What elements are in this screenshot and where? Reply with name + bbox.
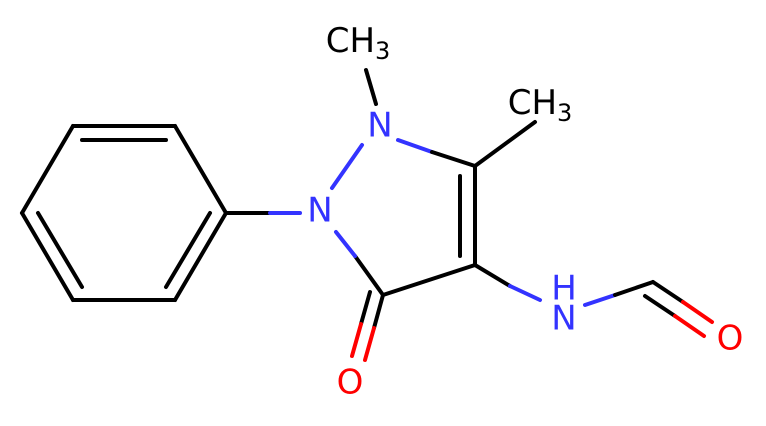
bond-c3-o-double <box>359 290 372 326</box>
methyl-right-count: 3 <box>557 99 572 127</box>
bond-c3-o-red <box>363 326 376 362</box>
atom-o-ketone: O <box>337 363 364 403</box>
bond-n1-c5-blue <box>396 138 434 154</box>
bond-c5-methyl <box>473 120 537 168</box>
bond-c4-nh-blue <box>508 284 542 302</box>
bond-nh-c <box>583 293 617 307</box>
bond-c-o-formyl-double <box>643 294 677 318</box>
methyl-top-h: H <box>349 21 375 61</box>
bond-n1-c5 <box>430 150 477 168</box>
bond-n2-n1 <box>330 143 364 190</box>
bond-c4-nh <box>473 263 512 288</box>
atom-n1: N <box>367 106 392 146</box>
bond-ph-5 <box>20 211 75 302</box>
methyl-right-h: H <box>531 83 557 123</box>
pyrazolone-ring <box>330 138 477 297</box>
bond-c-o-formyl-double-red <box>673 314 706 338</box>
atom-nh-h: N <box>551 299 576 339</box>
atom-o-formyl: O <box>717 319 744 359</box>
bond-c-o-formyl-red <box>681 300 714 324</box>
bond-c-o-formyl <box>651 280 685 304</box>
bond-c4-c3 <box>381 263 477 297</box>
bond-nh-c-black <box>613 280 655 297</box>
phenyl-ring <box>20 124 228 302</box>
bond-ph-inner-3 <box>36 211 84 289</box>
bond-c3-o-double-red <box>350 322 363 358</box>
atom-n2: N <box>307 191 332 231</box>
bond-c3-o <box>372 293 385 330</box>
methyl-top-count: 3 <box>375 37 390 65</box>
methyl-right-c: C <box>508 83 532 123</box>
bond-ph-inner-2 <box>164 211 212 289</box>
bond-n1-methyl <box>364 68 378 106</box>
bond-ph-3 <box>173 211 228 302</box>
bond-ph-6 <box>20 124 75 215</box>
bond-c3-n2 <box>353 254 385 297</box>
atom-methyl-right: CH3 <box>508 83 573 128</box>
bond-ph-2 <box>173 124 228 215</box>
atom-methyl-top: CH3 <box>326 21 391 66</box>
methyl-top-c: C <box>326 21 350 61</box>
atom-nh-n: H <box>551 269 577 309</box>
bond-c3-n2-blue <box>334 230 357 258</box>
